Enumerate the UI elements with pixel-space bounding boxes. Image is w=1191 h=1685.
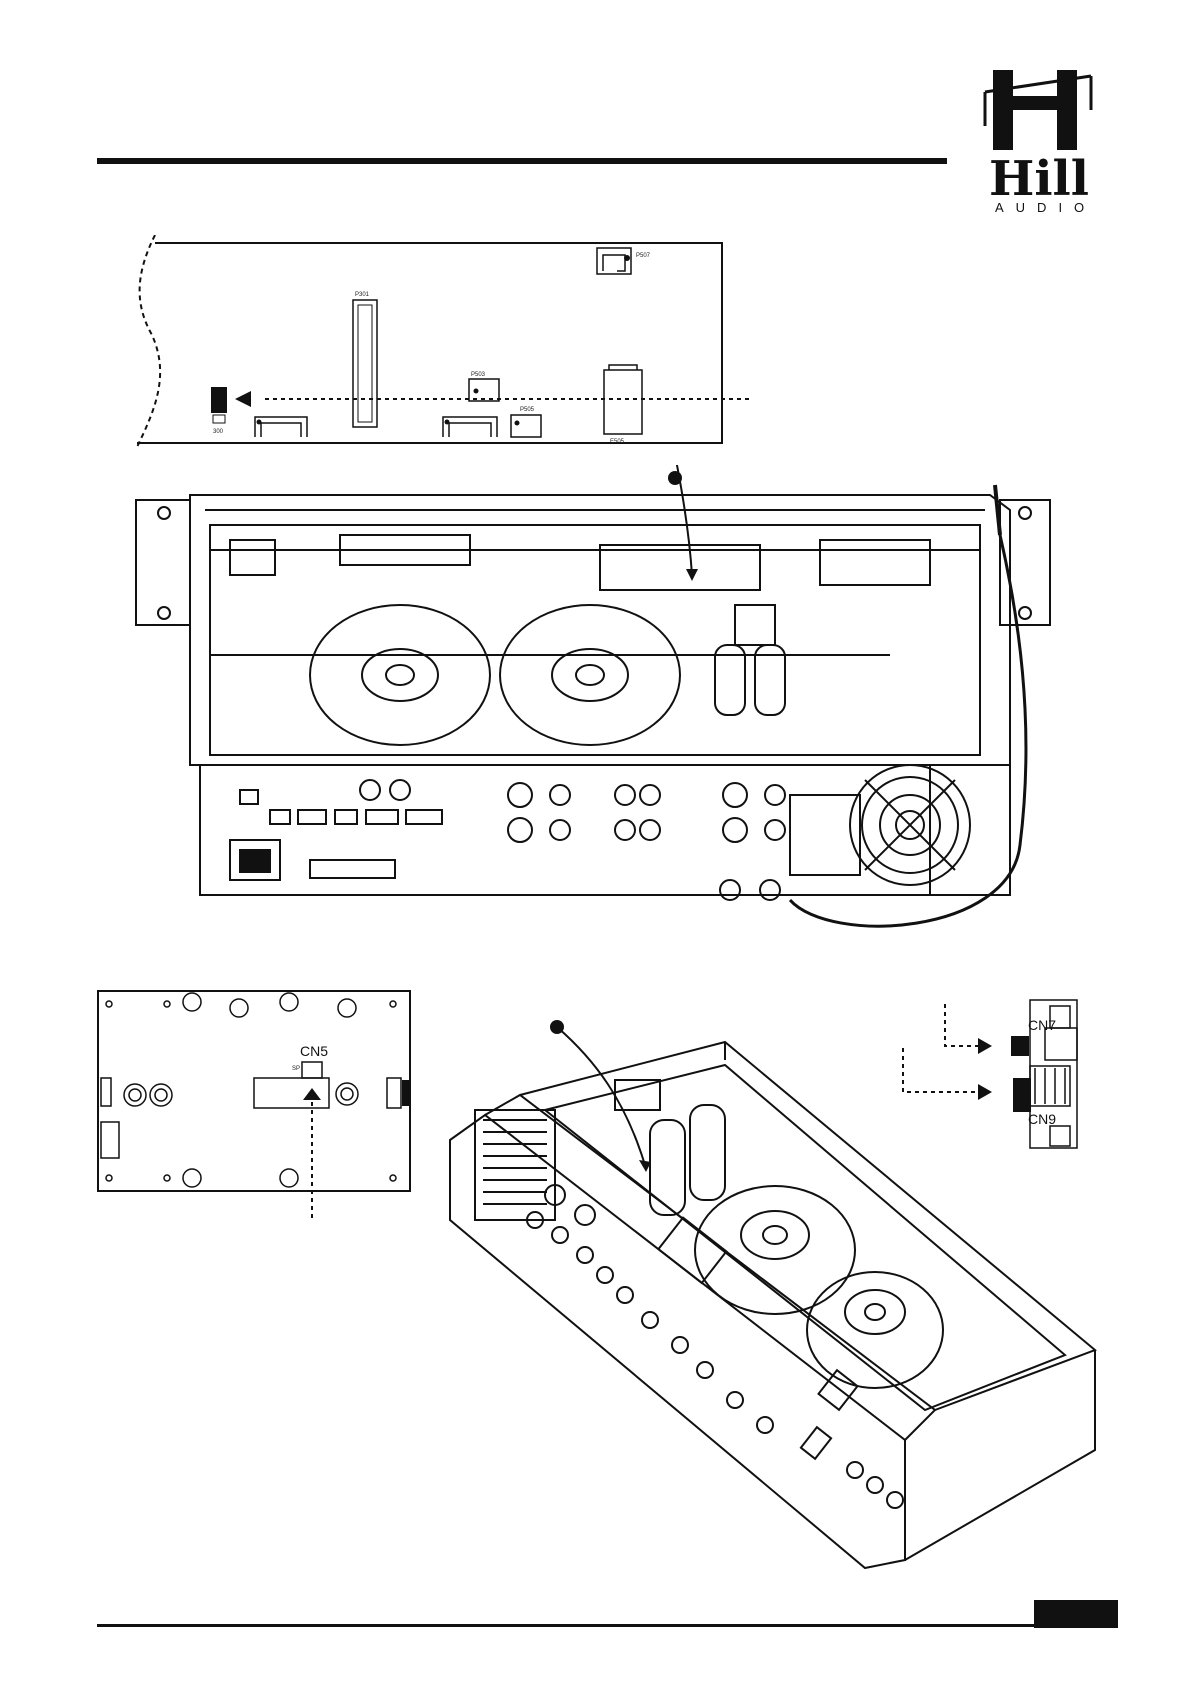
amplifier-perspective-view — [435, 1020, 1105, 1580]
pcb-top-break-line — [137, 235, 160, 447]
label-p507: P507 — [636, 253, 651, 259]
connector-p505: P505 — [511, 407, 541, 437]
arrow-up-icon — [303, 1088, 321, 1100]
leader-dot-top — [665, 468, 685, 488]
header-rule — [97, 158, 947, 164]
footer-rule — [97, 1624, 1117, 1627]
label-e505: E505 — [610, 439, 625, 445]
cooling-fan-icon — [790, 765, 970, 885]
logo-h-icon — [983, 66, 1095, 154]
component-e505: E505 — [604, 365, 642, 445]
logo-wordmark: Hill — [983, 156, 1095, 202]
amplifier-top-view — [130, 465, 1060, 945]
connector-300: 300 — [211, 387, 227, 435]
pcb-bottom-diagram: CN5 SP — [97, 990, 412, 1250]
label-p301: P301 — [355, 292, 370, 298]
logo-subtitle: AUDIO — [983, 200, 1095, 215]
hill-audio-logo: Hill AUDIO — [983, 66, 1095, 216]
label-cn5: CN5 — [300, 1043, 328, 1059]
label-p505: P505 — [520, 407, 535, 413]
connector-p503: P503 — [469, 372, 499, 401]
label-p503: P503 — [471, 372, 486, 378]
connector-p507: P507 — [597, 248, 651, 274]
label-sp: SP — [292, 1066, 300, 1072]
pcb-top-diagram: P507 P301 P503 P505 E505 300 — [125, 235, 765, 450]
arrow-left-icon — [235, 391, 251, 407]
connector-p301: P301 — [353, 292, 377, 427]
label-300: 300 — [213, 429, 224, 435]
page-number-tab — [1034, 1600, 1118, 1628]
